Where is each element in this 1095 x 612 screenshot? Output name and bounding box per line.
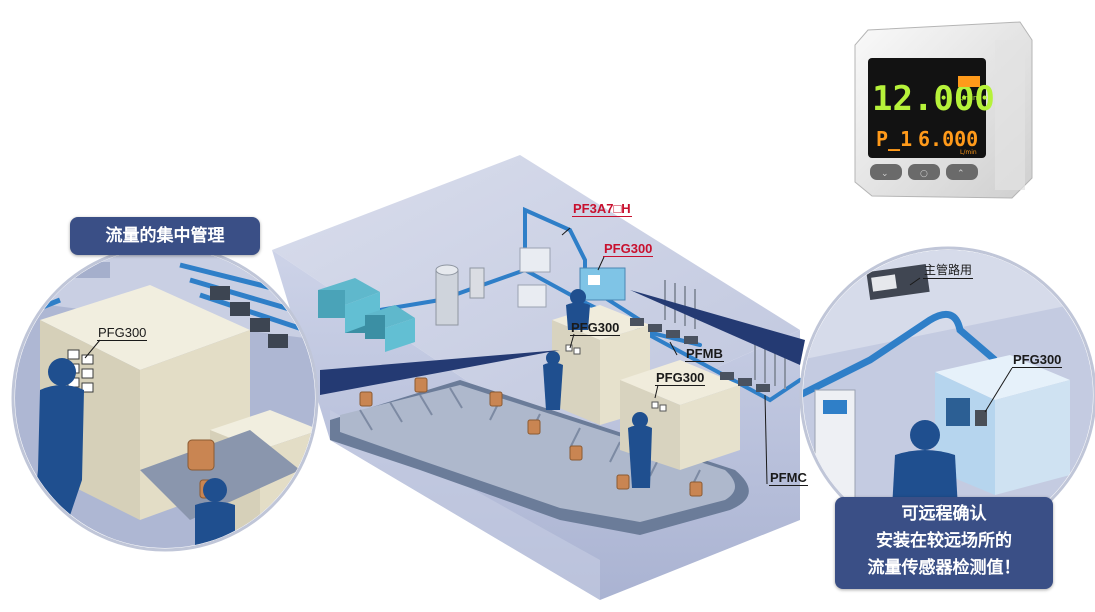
callout-line: 流量传感器检测值！ <box>867 558 1021 578</box>
label-leader-lines <box>84 227 1013 485</box>
label-pfg300-machine-top: PFG300 <box>570 320 621 336</box>
callout-centralized-management: 流量的集中管理 <box>70 217 260 255</box>
button-down <box>870 164 902 180</box>
lcd-screen <box>868 58 986 158</box>
label-pfg300-right-zoom: PFG300 <box>1012 352 1063 368</box>
button-set <box>908 164 940 180</box>
svg-text:⌄: ⌄ <box>881 169 889 179</box>
callout-line: 可远程确认 <box>901 504 987 524</box>
button-up <box>946 164 978 180</box>
flow-sensor-product: 12.000 L/min P_1 6.000 L/min ⌄ ○ ⌃ <box>854 21 1033 199</box>
worker-icon <box>543 289 652 488</box>
label-pfmb: PFMB <box>685 346 724 362</box>
label-main-pipe: 主管路用 <box>923 263 974 279</box>
svg-text:○: ○ <box>920 169 928 179</box>
svg-text:⌃: ⌃ <box>957 169 965 179</box>
lcd-unit-top: L/min <box>958 94 977 102</box>
air-tank <box>435 264 485 326</box>
zoom-circle-right <box>799 246 1095 544</box>
label-pfg300-controller: PFG300 <box>603 241 654 257</box>
label-pfg300-left-zoom: PFG300 <box>97 325 148 341</box>
zoom-funnel-right <box>630 290 805 365</box>
flow-sensors-row <box>630 318 770 392</box>
label-pfmc: PFMC <box>769 470 808 486</box>
label-pfg300-machine-mid: PFG300 <box>655 370 706 386</box>
label-pf3a7h: PF3A7□H <box>572 201 632 217</box>
control-panel <box>517 247 626 308</box>
lcd-sub-value: 6.000 <box>918 127 978 151</box>
lcd-unit-bottom: L/min <box>960 149 977 156</box>
callout-remote-confirmation: 可远程确认 安装在较远场所的 流量传感器检测值！ <box>835 497 1053 589</box>
zoom-circle-left <box>11 244 319 552</box>
callout-line: 安装在较远场所的 <box>876 531 1012 551</box>
filter-units <box>318 278 415 352</box>
lcd-sub-label: P_1 <box>876 127 912 151</box>
sensor-buttons: ⌄ ○ ⌃ <box>870 164 978 180</box>
zoom-funnel-left <box>320 350 560 395</box>
